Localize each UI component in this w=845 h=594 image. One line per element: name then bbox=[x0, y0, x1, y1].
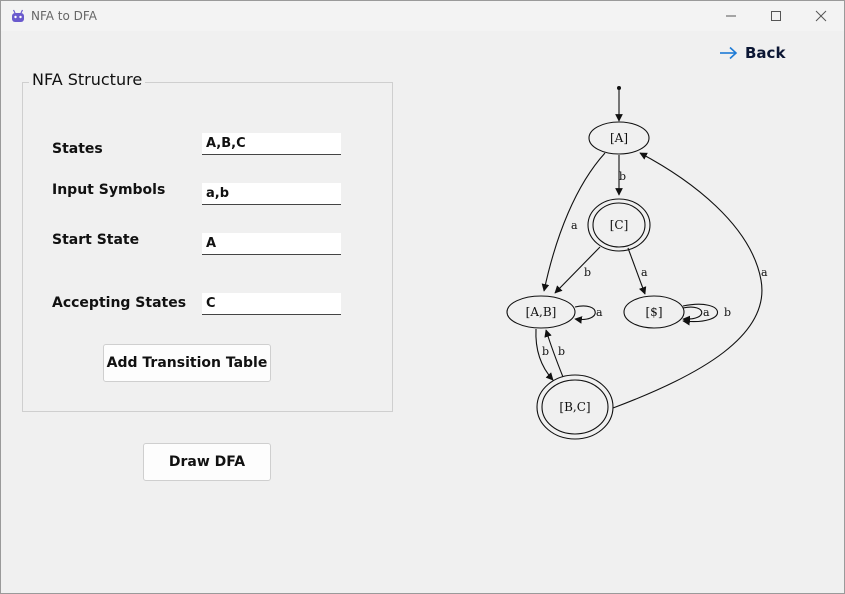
edge-bc-a: a bbox=[612, 152, 768, 409]
state-label-ab: [A,B] bbox=[526, 305, 557, 319]
edge-bc-ab: b bbox=[544, 329, 565, 378]
edge-bc-a-label: a bbox=[761, 266, 768, 279]
maximize-icon bbox=[771, 11, 781, 21]
draw-dfa-button[interactable]: Draw DFA bbox=[143, 443, 271, 481]
nfa-structure-group bbox=[22, 82, 393, 412]
state-node-s: [$] bbox=[623, 295, 685, 329]
close-button[interactable] bbox=[798, 1, 844, 31]
edge-c-s: a bbox=[627, 247, 648, 295]
state-label-a: [A] bbox=[610, 131, 628, 145]
edge-s-self-a-label: a bbox=[703, 306, 710, 319]
edge-ab-self: a bbox=[574, 305, 603, 324]
state-node-a: [A] bbox=[588, 121, 650, 155]
edge-a-ab: a bbox=[541, 152, 606, 292]
edge-ab-self-label: a bbox=[596, 306, 603, 319]
window-title: NFA to DFA bbox=[31, 9, 97, 23]
accepting-states-label: Accepting States bbox=[52, 295, 187, 311]
edge-s-self-b-label: b bbox=[724, 306, 731, 319]
close-icon bbox=[815, 10, 827, 22]
edge-ab-bc: b bbox=[535, 328, 554, 381]
edge-c-s-label: a bbox=[641, 266, 648, 279]
edge-s-self-b: b bbox=[682, 303, 731, 326]
state-label-s: [$] bbox=[646, 305, 663, 319]
edge-c-ab-label: b bbox=[584, 266, 591, 279]
accepting-states-input[interactable]: C bbox=[202, 293, 341, 315]
minimize-button[interactable] bbox=[708, 1, 754, 31]
add-transition-table-button[interactable]: Add Transition Table bbox=[103, 344, 271, 382]
start-arrow bbox=[615, 86, 623, 122]
minimize-icon bbox=[726, 15, 736, 17]
state-node-c: [C] bbox=[587, 198, 651, 252]
state-label-bc: [B,C] bbox=[559, 400, 590, 414]
edge-bc-ab-label: b bbox=[558, 345, 565, 358]
maximize-button[interactable] bbox=[753, 1, 799, 31]
input-symbols-input[interactable]: a,b bbox=[202, 183, 341, 205]
start-state-label: Start State bbox=[52, 232, 140, 248]
nfa-structure-title: NFA Structure bbox=[29, 70, 146, 89]
state-node-ab: [A,B] bbox=[506, 295, 576, 329]
edge-a-c-label: b bbox=[619, 170, 626, 183]
start-state-input[interactable]: A bbox=[202, 233, 341, 255]
edge-a-ab-label: a bbox=[571, 219, 578, 232]
arrow-right-icon bbox=[720, 46, 738, 60]
states-label: States bbox=[52, 141, 103, 157]
title-bar[interactable]: NFA to DFA bbox=[1, 1, 844, 31]
edge-ab-bc-label: b bbox=[542, 345, 549, 358]
edge-a-c: b bbox=[615, 155, 626, 196]
input-symbols-label: Input Symbols bbox=[52, 182, 166, 198]
edge-s-self-a: a bbox=[682, 306, 710, 324]
android-robot-icon bbox=[12, 9, 24, 22]
state-label-c: [C] bbox=[610, 218, 629, 232]
states-input[interactable]: A,B,C bbox=[202, 133, 341, 155]
dfa-graph: b a b a a a b b bbox=[506, 86, 768, 440]
edge-c-ab: b bbox=[554, 246, 601, 294]
back-label: Back bbox=[745, 44, 786, 62]
back-button[interactable]: Back bbox=[719, 42, 785, 64]
state-node-bc: [B,C] bbox=[536, 374, 614, 440]
